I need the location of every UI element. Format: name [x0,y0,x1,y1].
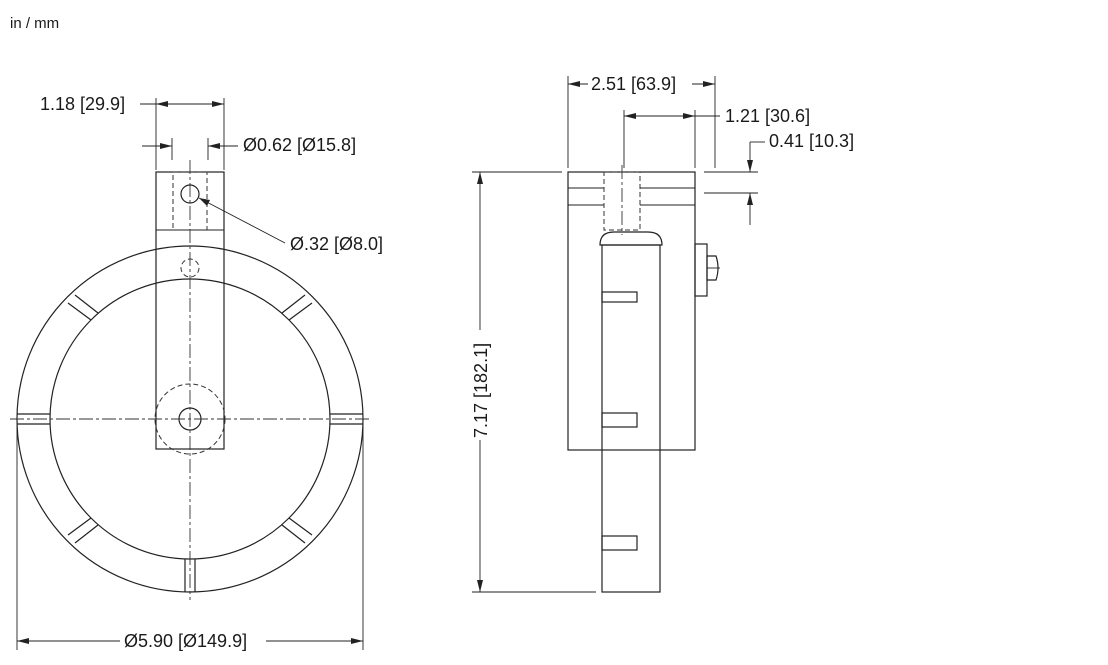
slot-width-dimension: 1.18 [29.9] [40,94,125,114]
wheel-side [601,244,661,593]
arm-offset-dimension: 1.21 [30.6] [725,106,810,126]
tab-lower [601,535,638,551]
units-label: in / mm [10,15,59,32]
tab-upper [601,291,638,303]
hole-offset-dimension: 0.41 [10.3] [769,131,854,151]
knob-cap [706,255,719,281]
clamp-width-dimension: 2.51 [63.9] [591,74,676,94]
outer-diameter-dimension: Ø5.90 [Ø149.9] [124,631,247,651]
front-view [10,160,372,600]
side-knob [694,243,708,297]
pin-head [599,231,663,246]
pin-diameter-dimension: Ø0.62 [Ø15.8] [243,135,356,155]
tab-middle [601,412,638,428]
ring-slots [17,294,363,592]
clamp-block [567,171,696,451]
front-dimensions: 1.18 [29.9] Ø0.62 [Ø15.8] Ø.32 [Ø8.0] Ø5… [16,94,383,651]
hole-diameter-dimension: Ø.32 [Ø8.0] [290,234,383,254]
side-view [567,165,720,593]
overall-height-dimension: 7.17 [182.1] [471,343,491,438]
side-dimensions: 2.51 [63.9] 1.21 [30.6] 0.41 [10.3] 7.17… [471,74,854,593]
